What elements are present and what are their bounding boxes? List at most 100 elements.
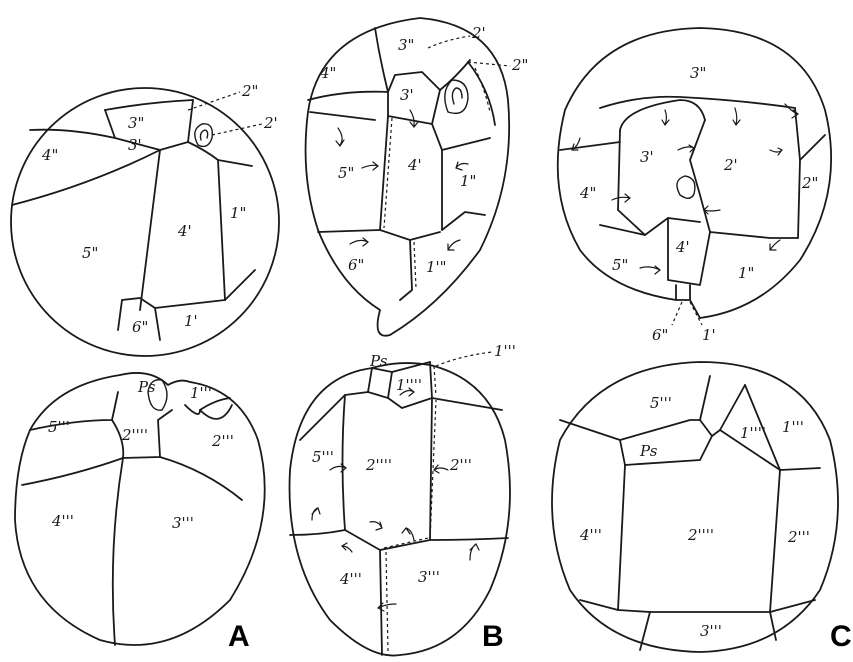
- suture: [185, 405, 232, 419]
- suture: [290, 530, 345, 535]
- plate-label-1ppp: 1''': [782, 418, 804, 436]
- plate-label-6pp: 6": [652, 326, 668, 344]
- arrow-icon: [770, 148, 782, 155]
- plate-label-2p: 2': [723, 156, 738, 174]
- arrow-icon: [350, 238, 368, 246]
- sulcal-dash: [434, 366, 436, 396]
- suture: [580, 600, 815, 612]
- plate-label-5pp: 5": [612, 256, 628, 274]
- arrow-icon: [336, 128, 344, 146]
- arrow-icon: [662, 110, 669, 125]
- arrow-icon: [342, 543, 352, 552]
- plate-label-4ppp: 4''': [579, 526, 602, 544]
- suture: [375, 28, 388, 92]
- arrow-icon: [410, 110, 418, 127]
- suture-dash: [475, 68, 490, 112]
- arrow-icon: [448, 240, 460, 250]
- suture: [645, 218, 700, 235]
- plate-label-1p: 1': [702, 326, 716, 344]
- suture: [160, 457, 242, 500]
- plate-label-1pppp: 1'''': [396, 376, 422, 394]
- plate-label-2p: 2': [471, 24, 486, 42]
- arrow-icon: [434, 465, 448, 473]
- plate-label-3pp: 3": [398, 36, 414, 54]
- plate-label-1pppp: 1'''': [740, 424, 766, 442]
- plate-label-4ppp: 4''': [51, 512, 74, 530]
- suture: [800, 135, 825, 160]
- suture: [442, 138, 490, 150]
- plate-label-5pp: 5": [82, 244, 98, 262]
- plate-label-3ppp: 3''': [172, 514, 194, 532]
- plate-label-4ppp: 4''': [339, 570, 362, 588]
- arrow-icon: [678, 145, 694, 152]
- suture: [12, 150, 160, 205]
- plate-label-3p: 3': [128, 136, 142, 154]
- arrow-icon: [402, 528, 414, 540]
- arrow-icon: [312, 508, 320, 520]
- sulcal-dash: [386, 552, 388, 652]
- arrow-icon: [362, 162, 378, 170]
- plate-label-4pp: 4": [41, 146, 58, 164]
- arrow-icon: [704, 206, 720, 214]
- plate-label-1p: 1': [184, 312, 198, 330]
- suture: [620, 420, 700, 440]
- suture: [720, 430, 820, 470]
- suture: [380, 550, 382, 655]
- panel-a-bottom-view: Ps 1''' 5''' 2'''' 2''' 4''' 3''' A: [15, 373, 265, 653]
- plate-label-1ppp: 1''': [190, 384, 212, 402]
- suture: [468, 62, 495, 125]
- leader-line: [468, 62, 510, 66]
- plate-label-4p: 4': [177, 222, 192, 240]
- suture: [600, 225, 645, 235]
- plate-label-1pp: 1": [738, 264, 754, 282]
- plate-label-1pp: 1": [460, 172, 476, 190]
- panel-b-bottom-view: Ps 1''' 1'''' 5''' 2'''' 2''' 4''' 3''' …: [290, 342, 516, 656]
- plate-label-3ppp: 3''': [418, 568, 440, 586]
- arrow-icon: [470, 544, 479, 560]
- plate-label-ps: Ps: [369, 352, 388, 370]
- suture: [620, 100, 705, 130]
- plate-label-4pp: 4": [319, 64, 336, 82]
- plate-label-2ppp: 2''': [787, 528, 810, 546]
- suture: [188, 142, 225, 300]
- apical-pore: [445, 80, 468, 113]
- apical-pore-inner: [452, 88, 462, 104]
- sulcal-dash: [384, 118, 392, 228]
- suture: [676, 285, 690, 300]
- panel-c-bottom-view: 5''' Ps 1'''' 1''' 4''' 2'''' 2''' 3''' …: [552, 362, 852, 653]
- plate-label-5ppp: 5''': [312, 448, 334, 466]
- suture: [795, 108, 800, 238]
- suture: [430, 538, 508, 540]
- plate-label-2ppp: 2''': [449, 456, 472, 474]
- suture: [432, 124, 442, 230]
- plate-label-6pp: 6": [132, 318, 148, 336]
- suture: [690, 120, 798, 238]
- suture: [140, 150, 160, 310]
- suture: [22, 458, 123, 485]
- apical-pore-inner: [201, 130, 208, 140]
- suture: [308, 92, 388, 100]
- suture: [442, 212, 485, 230]
- plate-label-ps: Ps: [137, 378, 156, 396]
- apical-pore: [677, 176, 695, 198]
- plate-label-6pp: 6": [348, 256, 364, 274]
- panel-b-top-view: 3" 2' 2" 4" 3' 5" 4' 1" 6" 1'": [306, 18, 529, 336]
- plate-label-2pppp: 2'''': [121, 426, 148, 444]
- panel-a-top-view: 3" 2" 3' 2' 4" 5" 4' 1" 6" 1': [11, 82, 279, 356]
- cell-outline: [11, 88, 279, 356]
- suture: [113, 458, 123, 645]
- plate-label-5ppp: 5''': [48, 418, 70, 436]
- plate-label-3pp: 3": [690, 64, 706, 82]
- cell-outline: [552, 362, 838, 652]
- suture: [368, 368, 392, 398]
- plate-label-1pp: 1": [230, 204, 246, 222]
- arrow-icon: [370, 522, 382, 530]
- leader-line: [436, 352, 492, 366]
- leader-line: [428, 36, 470, 48]
- suture: [300, 395, 345, 440]
- plate-label-4pp: 4": [579, 184, 596, 202]
- arrow-icon: [733, 108, 740, 125]
- suture: [432, 398, 502, 410]
- plate-label-3ppp: 3''': [700, 622, 722, 640]
